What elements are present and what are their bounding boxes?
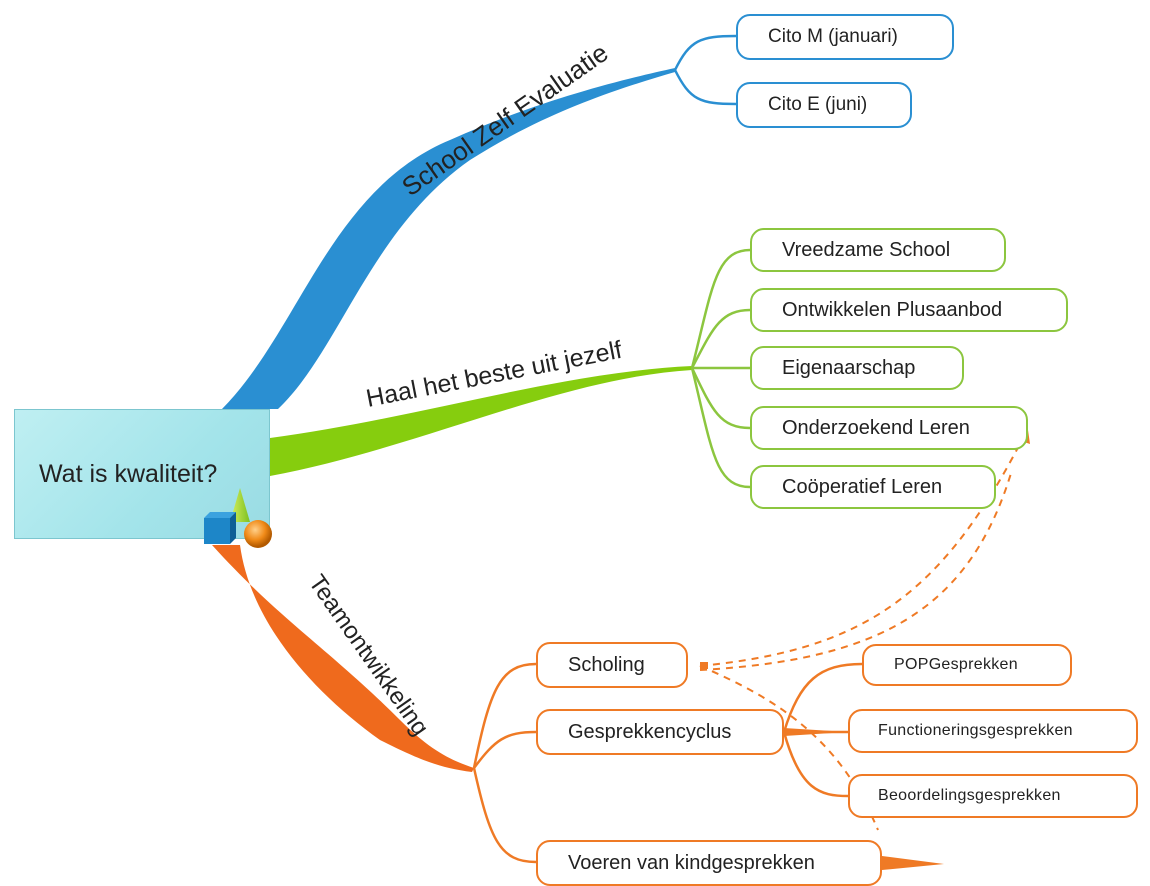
branch-green-connector-1 [690,248,751,369]
node-onderzoekend-leren[interactable]: Onderzoekend Leren [750,406,1028,450]
node-vreedzame-school-label: Vreedzame School [782,238,951,261]
node-cito-e-label: Cito E (juni) [768,94,868,115]
node-vreedzame-school[interactable]: Vreedzame School [750,228,1006,272]
branch-blue-connector-2 [673,69,737,106]
node-scholing[interactable]: Scholing [536,642,688,688]
branch-orange-connector-2 [473,730,537,769]
node-popgesprekken-label: POPGesprekken [894,656,1018,673]
node-scholing-label: Scholing [568,653,645,676]
node-functioneringsgesprekken[interactable]: Functioneringsgesprekken [848,709,1138,753]
node-popgesprekken[interactable]: POPGesprekken [862,644,1072,686]
node-cito-e[interactable]: Cito E (juni) [736,82,912,128]
branch-green-ribbon [270,366,692,476]
node-voeren-van-kindgesprekken-label: Voeren van kindgesprekken [568,851,815,874]
node-ontwikkelen-plusaanbod-label: Ontwikkelen Plusaanbod [782,298,1003,321]
node-cooperatief-leren-label: Coöperatief Leren [782,475,943,498]
branch-blue-connector-1 [673,34,737,71]
branch-label-school-zelf-evaluatie: School Zelf Evaluatie [396,37,613,202]
branch-green-connector-5 [690,367,751,489]
kindgesprekken-tail [882,856,944,870]
central-topic-label: Wat is kwaliteit? [39,459,218,488]
subbranch-connector-1 [782,662,863,733]
node-gesprekkencyclus[interactable]: Gesprekkencyclus [536,709,784,755]
branch-orange-ribbon [212,545,474,772]
node-cooperatief-leren[interactable]: Coöperatief Leren [750,465,996,509]
branch-orange-connector-3 [472,767,537,864]
branch-green-connector-2 [690,308,751,369]
node-voeren-van-kindgesprekken[interactable]: Voeren van kindgesprekken [536,840,882,886]
node-gesprekkencyclus-label: Gesprekkencyclus [568,720,732,743]
node-functioneringsgesprekken-label: Functioneringsgesprekken [878,722,1073,739]
branch-blue-ribbon [222,68,675,409]
node-eigenaarschap[interactable]: Eigenaarschap [750,346,964,390]
node-eigenaarschap-label: Eigenaarschap [782,356,916,379]
subbranch-accent [784,728,848,736]
shapes-icon [204,488,272,548]
relation-line-2 [699,469,1013,671]
node-cito-m-label: Cito M (januari) [768,26,898,47]
branch-green-connector-4 [690,367,751,430]
node-cito-m[interactable]: Cito M (januari) [736,14,954,60]
subbranch-connector-3 [782,731,849,798]
node-beoordelingsgesprekken-label: Beoordelingsgesprekken [878,787,1061,804]
node-onderzoekend-leren-label: Onderzoekend Leren [782,416,970,439]
relation-anchor [700,662,708,669]
branch-orange-connector-1 [472,662,537,769]
node-ontwikkelen-plusaanbod[interactable]: Ontwikkelen Plusaanbod [750,288,1068,332]
node-beoordelingsgesprekken[interactable]: Beoordelingsgesprekken [848,774,1138,818]
